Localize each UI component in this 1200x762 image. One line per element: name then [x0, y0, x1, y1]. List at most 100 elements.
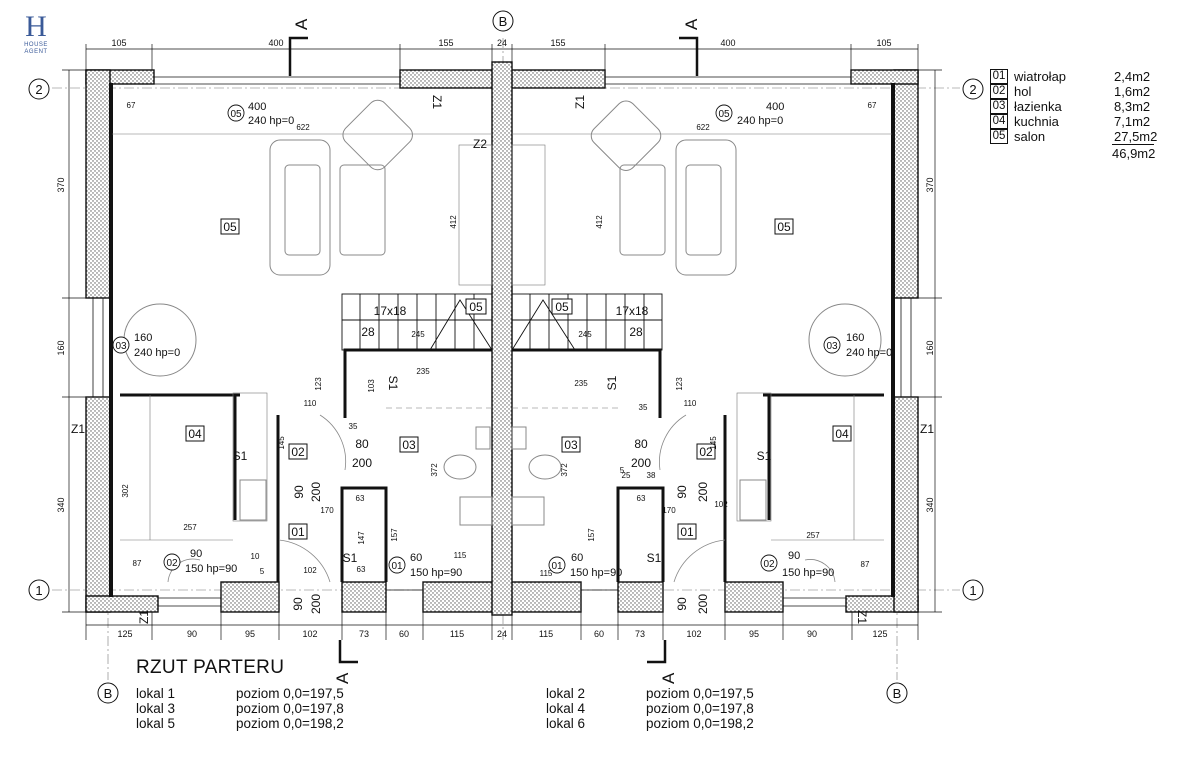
door-swings	[167, 414, 836, 583]
room-tag-hall-right: 02	[699, 445, 713, 459]
room-tag-hall-left: 02	[291, 445, 305, 459]
legend-num: 01	[990, 69, 1008, 84]
stairs	[341, 293, 663, 351]
inner-dim-302: 302	[121, 484, 130, 498]
inner-dim-372-left: 372	[430, 463, 439, 477]
dim-top-6: 400	[720, 38, 735, 48]
dim-top-5: 155	[550, 38, 565, 48]
inner-dim-145-right: 145	[709, 436, 718, 450]
window-width-bath-right: 90	[788, 550, 800, 562]
level-value: poziom 0,0=198,2	[236, 716, 344, 731]
inner-dim-102-left: 102	[303, 566, 317, 575]
level-value: poziom 0,0=197,8	[236, 701, 344, 716]
living-room-furniture-left	[123, 99, 413, 377]
inner-dim-257-right: 257	[806, 531, 820, 540]
inner-dim-145-left: 145	[277, 436, 286, 450]
axis-label-top-b: B	[499, 14, 508, 29]
section-mark-a-top-left: A	[292, 18, 311, 30]
inner-dim-25: 25	[622, 471, 631, 480]
dim-bottom-2: 90	[187, 629, 197, 639]
window-height-bath-left: 150 hp=90	[185, 563, 237, 575]
wall-label-s1-stair-left: S1	[386, 376, 400, 391]
room-tag-salon-right: 05	[777, 220, 791, 234]
inner-dim-622-left: 622	[296, 123, 310, 132]
inner-dim-372-right: 372	[560, 463, 569, 477]
room-tag-kitchen-left: 04	[188, 427, 202, 441]
room-tag-bath-left: 03	[402, 438, 416, 452]
door-width-hall-right: 90	[675, 485, 689, 499]
legend-num: 02	[990, 84, 1008, 99]
exterior-walls	[85, 61, 919, 616]
wall-label-s1-stair-right: S1	[605, 375, 619, 390]
inner-dim-87-right: 87	[861, 560, 870, 569]
window-tag-bath-left: 02	[166, 558, 178, 569]
dim-bottom-1: 125	[117, 629, 132, 639]
wall-label-s1-kitchen-right: S1	[757, 449, 772, 463]
inner-dim-102-right: 102	[714, 500, 728, 509]
inner-dim-257-left: 257	[183, 523, 197, 532]
legend-row: 03 łazienka 8,3m2	[990, 99, 1164, 114]
stair-steps-left: 17x18	[374, 304, 407, 318]
inner-dim-35-left: 35	[349, 422, 358, 431]
window-width-bath-left: 90	[190, 548, 202, 560]
legend-row: 04 kuchnia 7,1m2	[990, 114, 1164, 129]
door-height-hall-left: 200	[309, 482, 323, 502]
window-tag-top-right: 05	[718, 109, 730, 120]
room-tag-stair-right: 05	[555, 300, 569, 314]
room-tag-vestibule-left: 01	[291, 525, 305, 539]
inner-dim-115-right: 115	[540, 569, 553, 578]
axis-bubbles	[28, 10, 984, 704]
dim-bottom-10: 60	[594, 629, 604, 639]
level-value: poziom 0,0=197,5	[236, 686, 344, 701]
inner-dim-110-left: 110	[304, 399, 317, 408]
wall-label-z1-right: Z1	[920, 422, 934, 436]
door-height-bath-left: 200	[352, 456, 372, 470]
level-value: poziom 0,0=197,8	[646, 701, 754, 716]
dim-right-2: 160	[925, 340, 935, 355]
wall-label-z2: Z2	[473, 137, 487, 151]
inner-dim-412-right: 412	[595, 215, 604, 229]
level-row: lokal 1 poziom 0,0=197,5	[136, 686, 344, 701]
window-height-entry-right: 150 hp=90	[570, 567, 622, 579]
window-tag-side-left: 03	[115, 341, 127, 352]
door-width-entry-left: 90	[291, 597, 305, 611]
room-tag-bath-right: 03	[564, 438, 578, 452]
room-tag-vestibule-right: 01	[680, 525, 694, 539]
door-width-bath-right: 80	[634, 437, 648, 451]
window-height-side-right: 240 hp=0	[846, 347, 892, 359]
logo-mark: H	[25, 10, 47, 43]
room-area-legend: 01 wiatrołap 2,4m2 02 hol 1,6m2 03 łazie…	[990, 69, 1164, 161]
section-markers	[288, 36, 699, 664]
legend-area: 2,4m2	[1114, 69, 1151, 84]
legend-row: 05 salon 27,5m2	[990, 129, 1164, 144]
window-tag-entry-left: 01	[391, 561, 403, 572]
window-width-entry-left: 60	[410, 552, 422, 564]
door-height-entry-left: 200	[309, 594, 323, 614]
room-tag-frames	[185, 218, 852, 540]
legend-total-area: 46,9m2	[1112, 144, 1156, 161]
inner-dim-157-left: 157	[390, 528, 399, 542]
wall-label-s1-kitchen-left: S1	[233, 449, 248, 463]
level-row: lokal 3 poziom 0,0=197,8	[136, 701, 344, 716]
inner-dim-170-left: 170	[320, 506, 334, 515]
window-width-side-left: 160	[134, 332, 152, 344]
axis-label-bottom-left-b: B	[104, 686, 113, 701]
dim-bottom-6: 60	[399, 629, 409, 639]
inner-dim-103-left: 103	[367, 379, 376, 393]
dim-top-2: 400	[268, 38, 283, 48]
inner-dim-110-right: 110	[684, 399, 697, 408]
wall-label-z1-top-right: Z1	[573, 95, 587, 109]
dim-left-2: 160	[56, 340, 66, 355]
level-row: lokal 5 poziom 0,0=198,2	[136, 716, 344, 731]
inner-dim-63-left: 63	[356, 494, 365, 503]
dim-bottom-7: 115	[450, 629, 464, 639]
legend-area: 7,1m2	[1114, 114, 1151, 129]
window-height-entry-left: 150 hp=90	[410, 567, 462, 579]
window-tag-bath-right: 02	[763, 559, 775, 570]
wall-label-z1-left: Z1	[71, 422, 85, 436]
legend-row: 02 hol 1,6m2	[990, 84, 1164, 99]
stair-tread-left: 28	[361, 325, 375, 339]
level-row: lokal 2 poziom 0,0=197,5	[546, 686, 754, 701]
dim-left-3: 340	[56, 497, 66, 512]
windows	[92, 76, 912, 607]
